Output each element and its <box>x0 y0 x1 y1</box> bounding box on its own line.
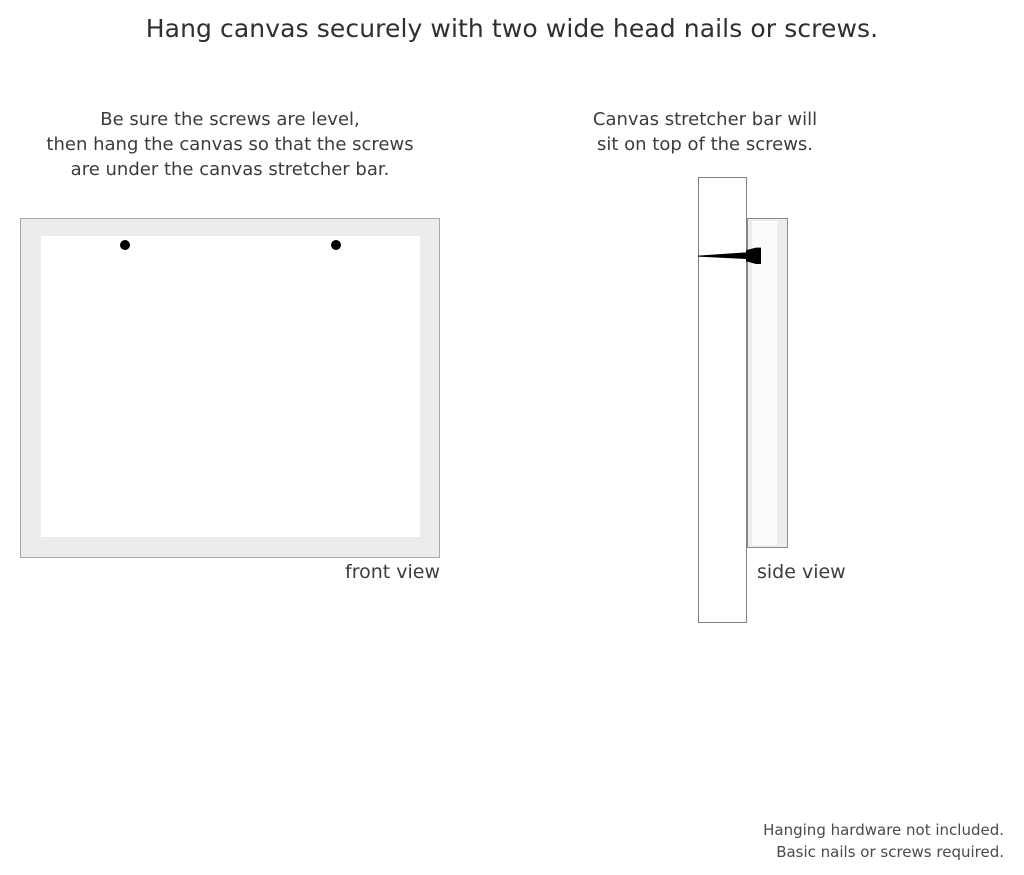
front-view-caption-line-3: are under the canvas stretcher bar. <box>70 159 390 180</box>
canvas-face-inner <box>41 236 420 537</box>
screw-head-left-icon <box>120 240 130 250</box>
wall-cross-section <box>698 177 747 623</box>
side-view-label: side view <box>757 561 846 583</box>
front-view-illustration <box>20 218 440 558</box>
disclaimer-line-1: Hanging hardware not included. <box>763 821 1004 839</box>
front-view-caption-line-2: then hang the canvas so that the screws <box>46 134 414 155</box>
disclaimer-line-2: Basic nails or screws required. <box>776 843 1004 861</box>
front-view-caption: Be sure the screws are level, then hang … <box>20 107 440 182</box>
hardware-disclaimer: Hanging hardware not included. Basic nai… <box>763 819 1004 863</box>
side-view-caption-line-2: sit on top of the screws. <box>596 134 814 155</box>
side-view-caption-line-1: Canvas stretcher bar will <box>592 109 818 130</box>
front-view-label: front view <box>345 561 440 583</box>
page-title: Hang canvas securely with two wide head … <box>145 14 879 43</box>
front-view-caption-line-1: Be sure the screws are level, <box>100 109 360 130</box>
screw-side-profile-icon <box>698 247 761 264</box>
side-view-illustration <box>698 177 790 625</box>
canvas-stretcher-bar <box>747 218 788 548</box>
stretcher-bar-face <box>752 221 777 545</box>
screw-head-right-icon <box>331 240 341 250</box>
side-view-caption: Canvas stretcher bar will sit on top of … <box>570 107 840 157</box>
